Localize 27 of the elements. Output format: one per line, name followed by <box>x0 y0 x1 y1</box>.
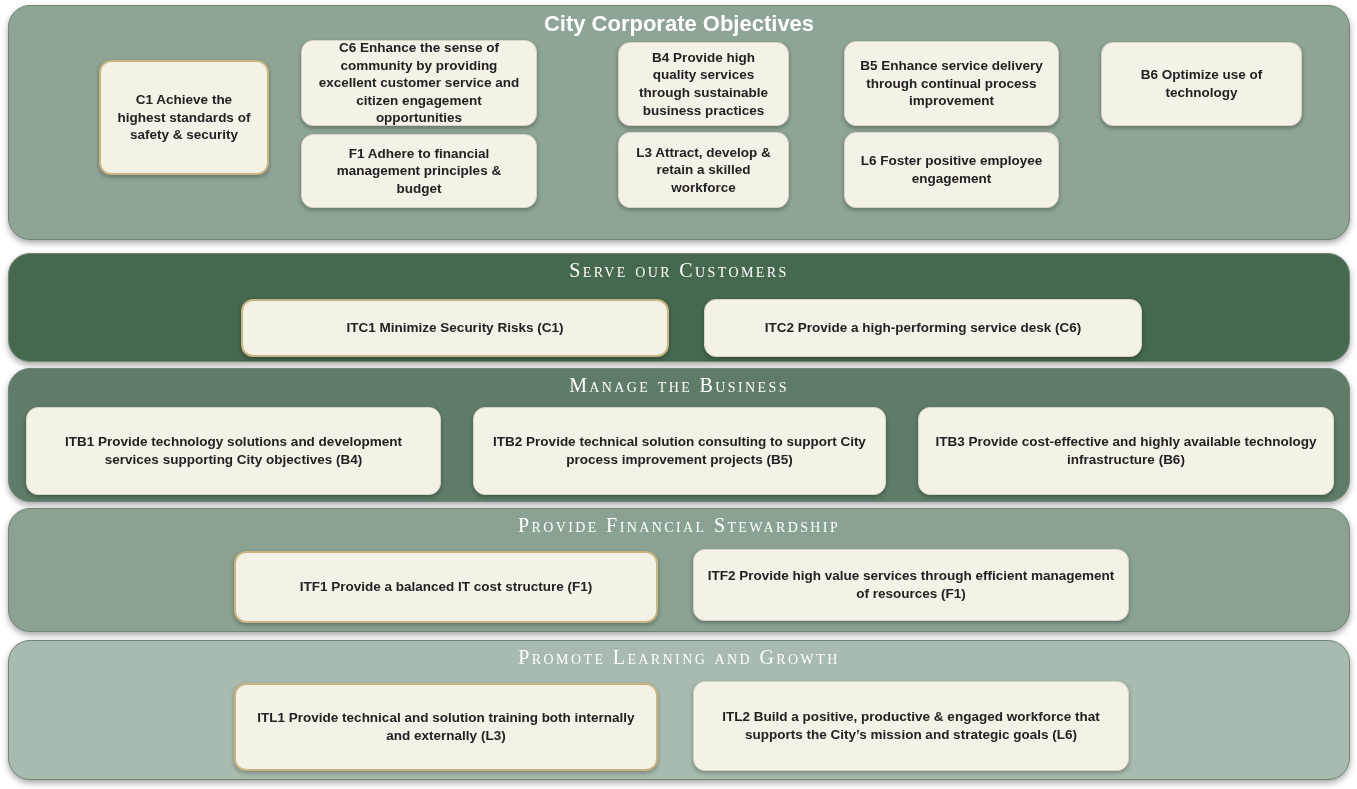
objective-card: B6 Optimize use of technology <box>1101 42 1302 126</box>
objective-card: ITL2 Build a positive, productive & engaged workforce that supports the City’s mission and strategic goals (L6) <box>693 681 1129 771</box>
objective-card: F1 Adhere to financial management principles & budget <box>301 134 537 208</box>
band-heading: Manage the Business <box>569 375 789 395</box>
objective-card: ITF2 Provide high value services through efficient management of resources (F1) <box>693 549 1129 621</box>
band-panel <box>8 253 1350 362</box>
objective-card: ITF1 Provide a balanced IT cost structure (F1) <box>234 551 658 623</box>
band-panel <box>8 508 1350 632</box>
objective-card: ITB1 Provide technology solutions and development services supporting City objectives (B4) <box>26 407 441 495</box>
objective-card: C1 Achieve the highest standards of safety & security <box>99 60 269 175</box>
band-panel <box>8 368 1350 502</box>
objective-card: B5 Enhance service delivery through continual process improvement <box>844 41 1059 126</box>
objective-card: C6 Enhance the sense of community by providing excellent customer service and citizen engagement opportunities <box>301 40 537 126</box>
band-heading: Promote Learning and Growth <box>518 647 840 667</box>
objective-card: ITB3 Provide cost-effective and highly available technology infrastructure (B6) <box>918 407 1334 495</box>
objective-card: L6 Foster positive employee engagement <box>844 132 1059 208</box>
objective-card: B4 Provide high quality services through sustainable business practices <box>618 42 789 126</box>
band-heading: Serve our Customers <box>569 260 789 280</box>
objective-card: ITL1 Provide technical and solution training both internally and externally (L3) <box>234 683 658 771</box>
band-panel <box>8 5 1350 240</box>
objective-card: ITC1 Minimize Security Risks (C1) <box>241 299 669 357</box>
objective-card: ITC2 Provide a high-performing service desk (C6) <box>704 299 1142 357</box>
title-heading: City Corporate Objectives <box>543 13 815 35</box>
objective-card: ITB2 Provide technical solution consulting to support City process improvement projects (B5) <box>473 407 886 495</box>
band-heading: Provide Financial Stewardship <box>517 515 841 535</box>
objective-card: L3 Attract, develop & retain a skilled workforce <box>618 132 789 208</box>
band-panel <box>8 640 1350 780</box>
